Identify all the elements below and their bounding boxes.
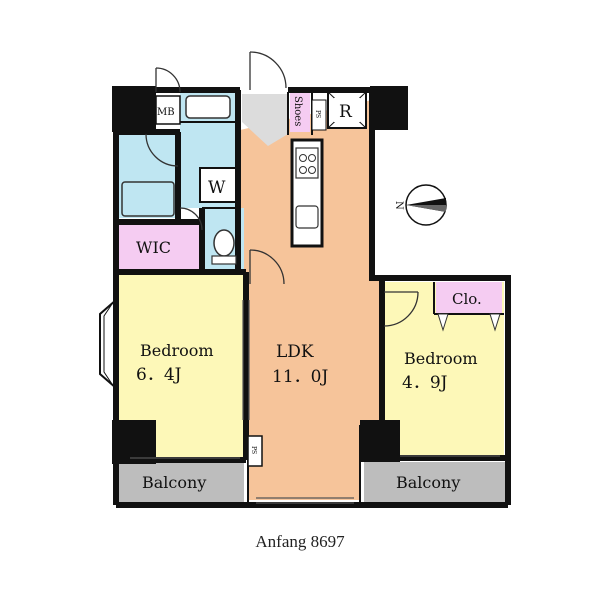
plan-caption: Anfang 8697 [255, 532, 345, 551]
shoes-area [290, 92, 310, 132]
toilet-icon [213, 229, 235, 257]
entrance-area [242, 94, 288, 146]
balcony-right-label: Balcony [396, 473, 460, 492]
washbasin [185, 95, 231, 119]
pipe-space-top-label: PS [314, 110, 321, 118]
closet-area [436, 282, 502, 314]
shoes-label: Shoes [292, 96, 303, 126]
refrigerator-label: R [339, 102, 353, 122]
balcony-left-area [116, 462, 244, 502]
wic-area [118, 224, 200, 270]
bedroom-left-name: Bedroom [140, 341, 214, 360]
door-swings [145, 51, 419, 327]
pipe-space-bottom-label: PS [250, 446, 257, 454]
ldk-area [240, 100, 382, 500]
ldk-size: 11．0J [272, 367, 328, 387]
bedroom-left-size: 6．4J [136, 365, 182, 385]
sliding-doors [130, 300, 500, 504]
pipe-space-top [311, 99, 327, 131]
compass-icon [405, 184, 447, 226]
balcony-left-label: Balcony [142, 473, 206, 492]
wic-label: WIC [136, 238, 171, 257]
bedroom-right-size: 4．9J [402, 373, 448, 393]
ldk-name: LDK [276, 342, 314, 362]
closet-label: Clo. [452, 290, 482, 308]
bedroom-right-name: Bedroom [404, 349, 478, 368]
stove-icon [295, 147, 319, 179]
compass-label: N [393, 201, 404, 210]
washer-label: W [208, 178, 226, 198]
bathroom-area [118, 134, 178, 218]
bathtub [121, 181, 175, 217]
bay-window [99, 299, 117, 389]
meter-box [155, 95, 181, 125]
meter-box-label: MB [157, 107, 175, 118]
washer-box [199, 167, 237, 203]
pillars [112, 86, 408, 464]
pipe-space-bottom [247, 435, 263, 467]
closet-doors [437, 313, 501, 332]
balcony-right-area [364, 462, 508, 502]
sink-icon [295, 205, 319, 229]
